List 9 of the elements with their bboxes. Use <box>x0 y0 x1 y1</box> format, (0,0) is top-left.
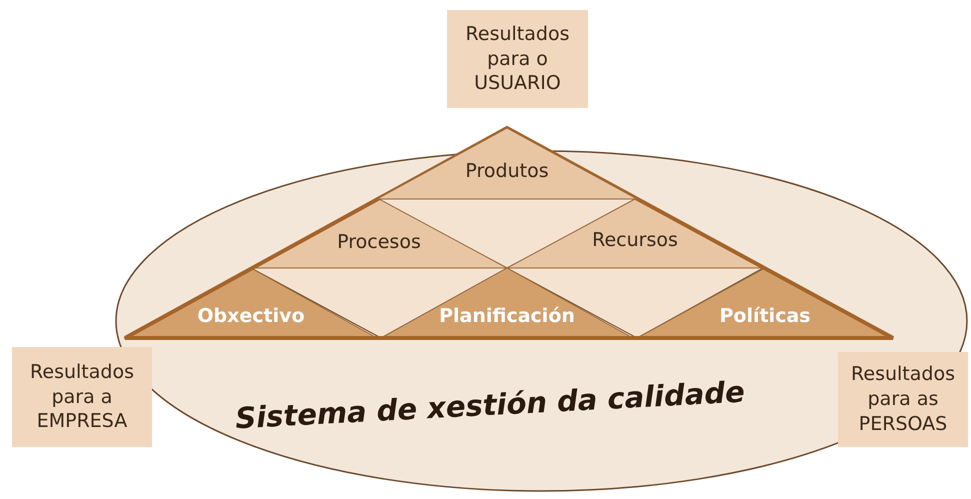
segment-label: Procesos <box>336 231 422 253</box>
system-title: Sistema de xestión da calidade <box>234 374 746 436</box>
segment-label: Planificación <box>438 305 576 327</box>
result-box: Resultados para o USUARIO <box>447 10 588 108</box>
segment-label: Recursos <box>591 229 679 251</box>
segment-label: Políticas <box>718 305 812 327</box>
result-box: Resultados para a EMPRESA <box>12 347 152 447</box>
segment-label: Produtos <box>464 160 550 182</box>
segment-label: Obxectivo <box>196 305 306 327</box>
